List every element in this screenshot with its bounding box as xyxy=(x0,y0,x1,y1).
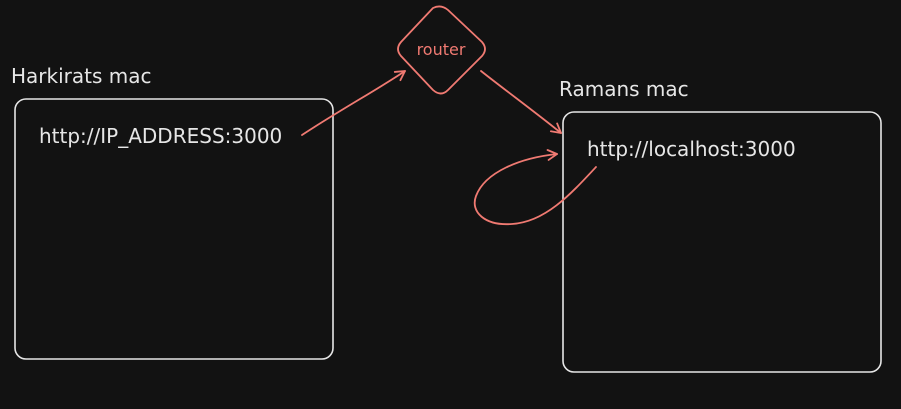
right-machine-box xyxy=(562,111,882,373)
left-machine-title: Harkirats mac xyxy=(11,64,152,88)
right-machine-url: http://localhost:3000 xyxy=(587,137,796,161)
right-machine-title: Ramans mac xyxy=(559,77,689,101)
left-machine-box xyxy=(14,98,334,360)
left-machine-url: http://IP_ADDRESS:3000 xyxy=(39,124,282,148)
router-diamond xyxy=(397,5,486,95)
arrow-router-to-right xyxy=(480,70,562,134)
loopback-arrow xyxy=(473,149,597,225)
router-label: router xyxy=(417,40,466,59)
arrow-left-to-router xyxy=(301,70,406,136)
